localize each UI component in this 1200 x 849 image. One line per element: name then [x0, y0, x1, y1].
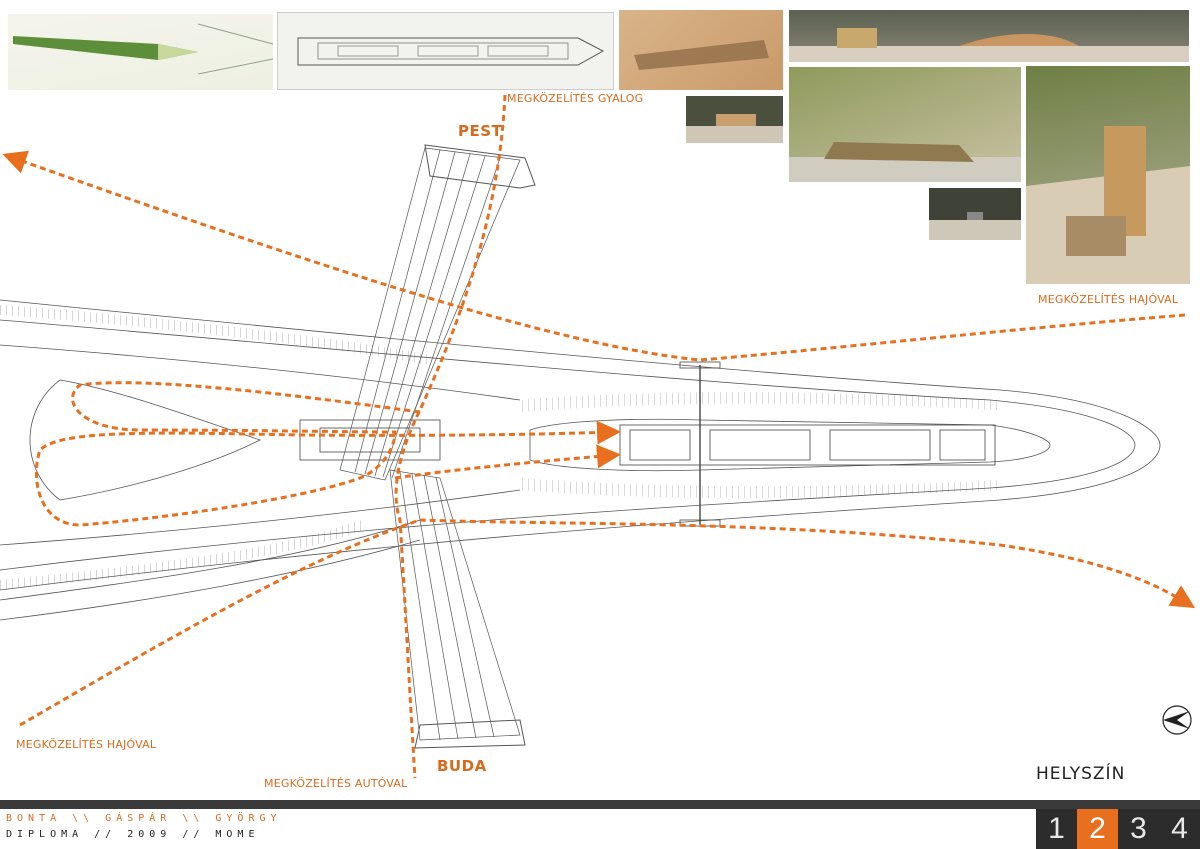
- label-car-approach: MEGKÖZELÍTÉS AUTÓVAL: [264, 777, 408, 790]
- page-navigation: 1 2 3 4: [1036, 809, 1200, 849]
- thumb-model-photo-2: [789, 10, 1189, 62]
- bridge: [339, 144, 536, 749]
- footer-bar: [0, 800, 1200, 809]
- page-1-button[interactable]: 1: [1048, 812, 1065, 845]
- footer-subtitle: DIPLOMA // 2009 // MOME: [6, 829, 260, 840]
- thumb-floor-plan: [277, 12, 614, 90]
- label-walk-approach: MEGKÖZELÍTÉS GYALOG: [507, 92, 644, 105]
- building-plan: [299, 361, 996, 527]
- label-boat-approach-left: MEGKÖZELÍTÉS HAJÓVAL: [16, 738, 157, 751]
- thumb-model-photo-1: [619, 10, 783, 90]
- label-buda: BUDA: [437, 757, 487, 775]
- thumb-model-photo-6: [1026, 66, 1190, 284]
- thumb-model-photo-4: [789, 67, 1021, 182]
- thumb-site-sketch: [8, 14, 273, 90]
- page-4-button[interactable]: 4: [1171, 812, 1188, 845]
- compass-icon: [1162, 705, 1192, 735]
- label-boat-approach-right: MEGKÖZELÍTÉS HAJÓVAL: [1038, 293, 1179, 306]
- site-plan-drawing: [0, 94, 1196, 779]
- page-3-button[interactable]: 3: [1130, 812, 1147, 845]
- approach-routes: [2, 94, 1196, 779]
- thumb-model-photo-5: [929, 188, 1021, 240]
- footer-author: BONTA \\ GÁSPÁR \\ GYÖRGY: [6, 813, 282, 824]
- island-outline: [0, 299, 1161, 621]
- thumb-model-photo-3: [686, 96, 783, 143]
- page-2-button[interactable]: 2: [1077, 809, 1118, 849]
- page-title: HELYSZÍN: [1036, 764, 1126, 784]
- label-pest: PEST: [458, 122, 503, 140]
